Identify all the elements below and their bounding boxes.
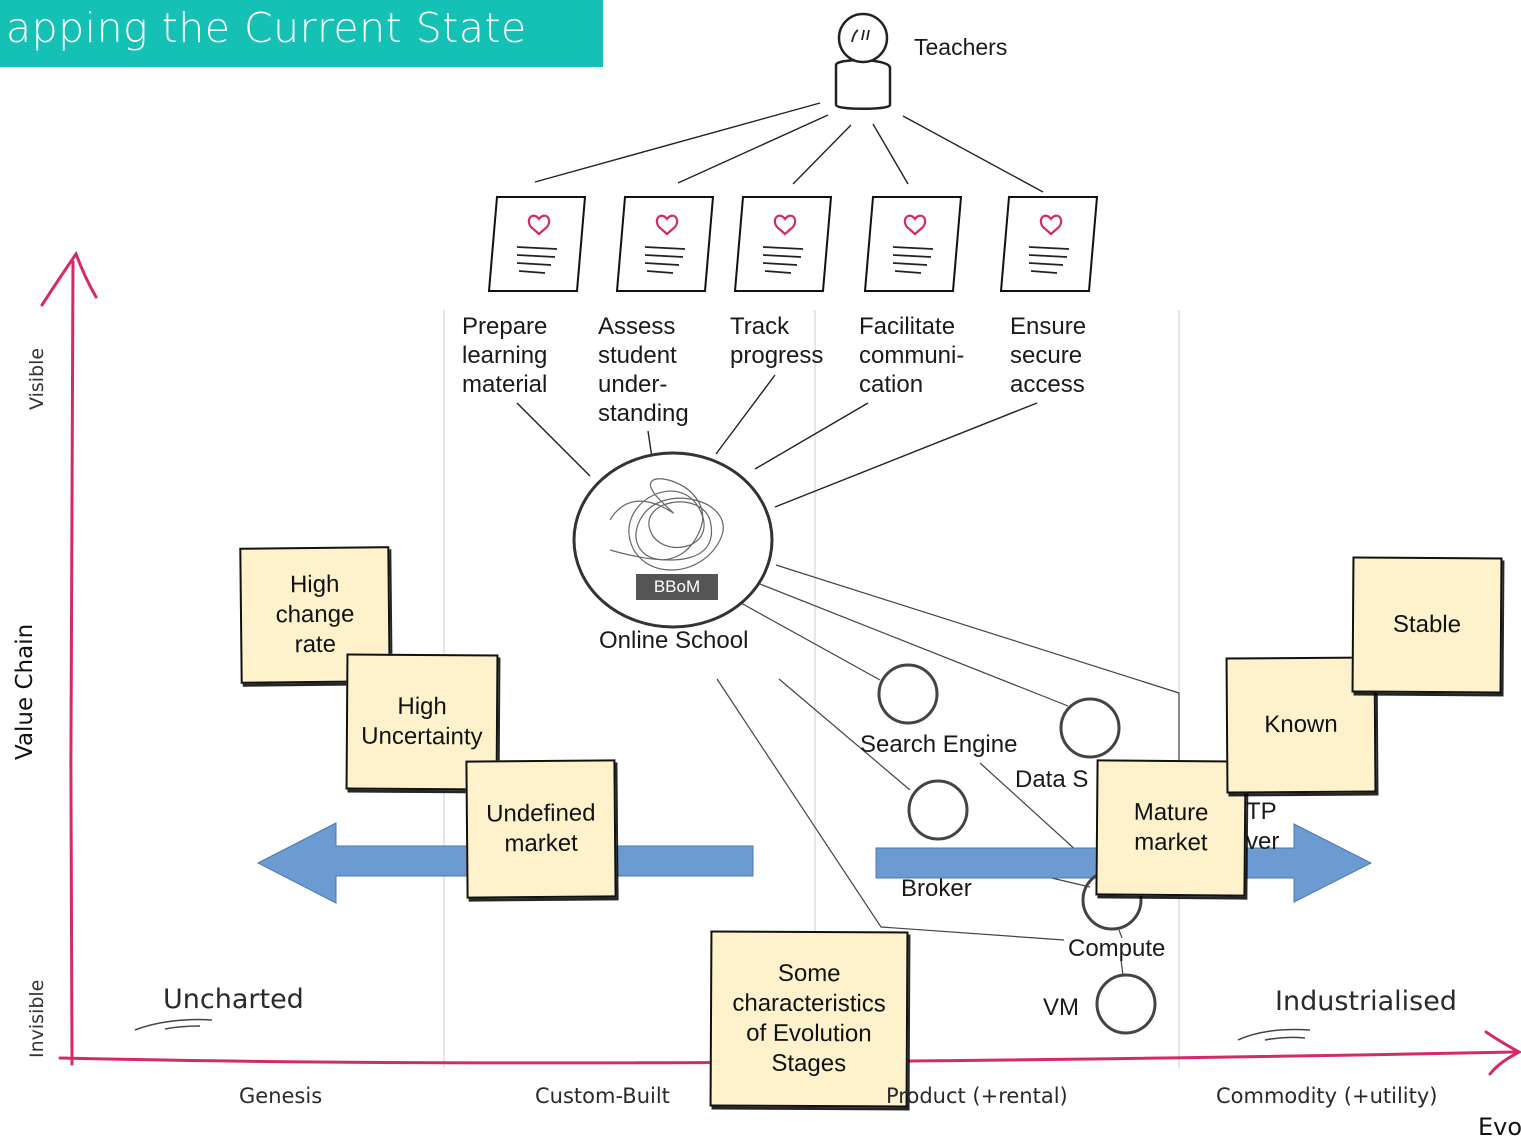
y-axis-arrowhead — [40, 250, 98, 307]
uncharted-label: Uncharted — [163, 984, 304, 1015]
y-axis-label: Value Chain — [12, 623, 38, 760]
http-server-label-b: ver — [1246, 828, 1280, 855]
document-heart-icon — [733, 196, 833, 292]
vm-label: VM — [1043, 994, 1079, 1021]
y-axis-line — [69, 260, 75, 1066]
component-links — [716, 564, 1180, 976]
x-axis-label: Evo — [1478, 1113, 1521, 1141]
online-school-label: Online School — [599, 627, 749, 654]
need-label-facilitate: Facilitate communi- cation — [859, 313, 965, 398]
sticky-undefined-market: Undefined market — [465, 759, 617, 899]
need-label-prepare: Prepare learning material — [462, 313, 548, 398]
need-links — [516, 374, 1038, 508]
compute-label: Compute — [1068, 935, 1166, 962]
stage-product: Product (+rental) — [886, 1084, 1068, 1108]
http-server-label-a: TP — [1246, 798, 1277, 825]
need-label-track: Track progress — [730, 313, 824, 369]
document-heart-icon — [487, 196, 587, 292]
y-axis-bottom-label: Invisible — [26, 979, 48, 1058]
need-label-assess: Assess student under- standing — [598, 313, 689, 427]
online-school-node — [572, 451, 774, 629]
bbom-badge: BBoM — [636, 574, 718, 600]
axes — [40, 250, 1521, 1076]
document-heart-icon — [863, 196, 963, 292]
need-label-ensure: Ensure secure access — [1010, 313, 1087, 398]
industrialised-label: Industrialised — [1275, 986, 1457, 1017]
y-axis-top-label: Visible — [26, 347, 48, 410]
vm-node — [1095, 973, 1157, 1035]
need-icons — [487, 196, 1099, 292]
broker-label: Broker — [901, 875, 972, 902]
search-engine-node — [877, 663, 939, 725]
squiggle-decorations — [134, 1018, 1311, 1041]
sticky-mature-market: Mature market — [1095, 759, 1247, 897]
page-title: apping the Current State — [6, 4, 527, 52]
sticky-stable: Stable — [1351, 556, 1503, 694]
search-engine-label: Search Engine — [860, 731, 1018, 758]
data-store-node — [1059, 697, 1121, 759]
stage-custom-built: Custom-Built — [535, 1084, 670, 1108]
data-store-label: Data S — [1015, 766, 1089, 793]
x-axis-arrowhead — [1484, 1030, 1521, 1076]
teacher-avatar-icon — [834, 12, 892, 110]
broker-node — [907, 779, 969, 841]
user-label: Teachers — [914, 34, 1008, 60]
stage-genesis: Genesis — [239, 1084, 323, 1108]
scribble-icon — [609, 478, 724, 571]
sticky-some-characteristics: Some characteristics of Evolution Stages — [709, 930, 909, 1108]
user-links — [534, 102, 1044, 193]
document-heart-icon — [615, 196, 715, 292]
x-axis-line — [58, 1050, 1517, 1065]
title-banner: apping the Current State — [0, 0, 603, 67]
stage-commodity: Commodity (+utility) — [1216, 1084, 1438, 1108]
document-heart-icon — [999, 196, 1099, 292]
